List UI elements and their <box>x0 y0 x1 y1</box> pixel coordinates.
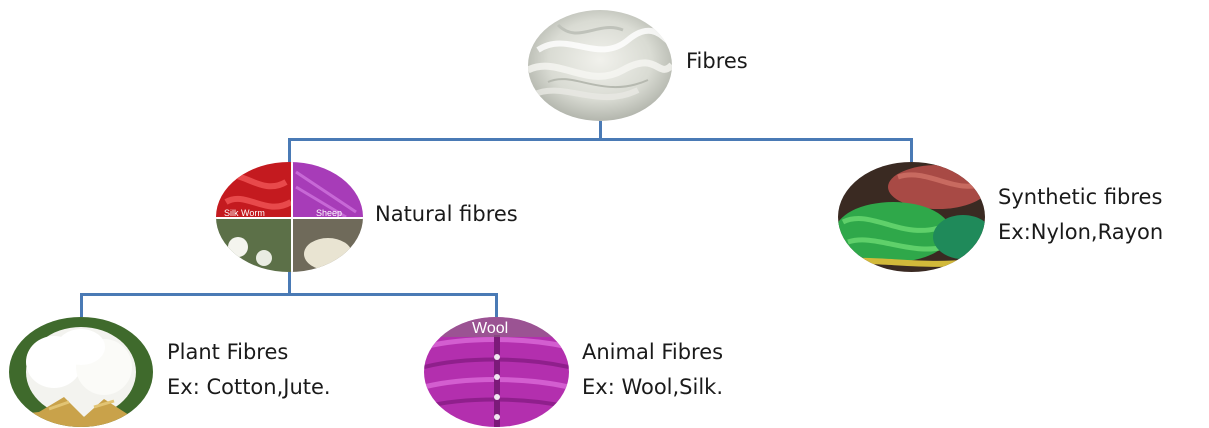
animal-fibres-title: Animal Fibres <box>582 335 723 370</box>
synthetic-fibres-photo <box>838 162 985 272</box>
animal-fibres-example: Ex: Wool,Silk. <box>582 370 723 405</box>
natural-fibres-title: Natural fibres <box>375 197 518 232</box>
synthetic-fibres-label: Synthetic fibres Ex:Nylon,Rayon <box>998 180 1163 250</box>
natural-fibres-label: Natural fibres <box>375 197 518 232</box>
animal-drop-connector <box>495 293 498 317</box>
level1-horizontal-connector <box>288 138 913 141</box>
animal-fibres-photo: Wool <box>424 317 569 427</box>
silk-worm-caption: Silk Worm <box>224 208 265 218</box>
plant-fibres-photo <box>9 317 153 427</box>
synthetic-fibres-example: Ex:Nylon,Rayon <box>998 215 1163 250</box>
fibres-label: Fibres <box>686 44 748 79</box>
plant-fibres-label: Plant Fibres Ex: Cotton,Jute. <box>167 335 331 405</box>
fibres-photo <box>528 10 672 121</box>
plant-fibres-example: Ex: Cotton,Jute. <box>167 370 331 405</box>
animal-fibres-label: Animal Fibres Ex: Wool,Silk. <box>582 335 723 405</box>
sheep-caption: Sheep <box>316 208 342 218</box>
wool-caption: Wool <box>472 320 508 337</box>
plant-drop-connector <box>80 293 83 317</box>
synthetic-fibres-title: Synthetic fibres <box>998 180 1163 215</box>
fibres-title: Fibres <box>686 44 748 79</box>
natural-drop-connector <box>288 138 291 162</box>
plant-fibres-title: Plant Fibres <box>167 335 331 370</box>
natural-fibres-photo: Silk Worm Sheep <box>216 162 363 272</box>
synthetic-drop-connector <box>910 138 913 162</box>
level2-horizontal-connector <box>80 293 498 296</box>
